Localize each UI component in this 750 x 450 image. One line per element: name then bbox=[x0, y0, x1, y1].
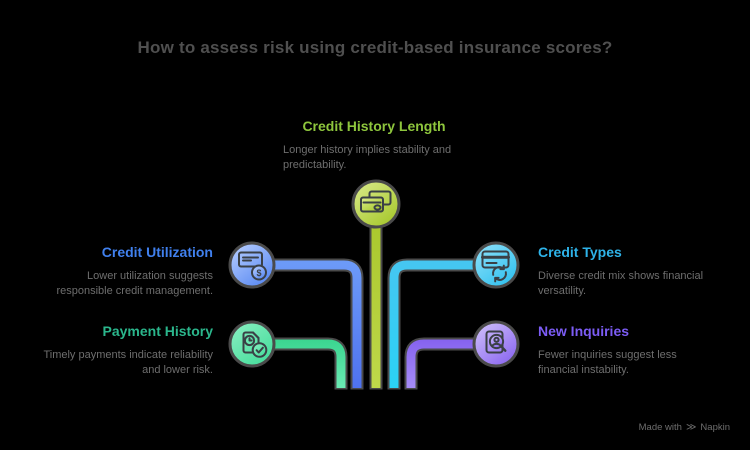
card-refresh-icon bbox=[481, 250, 510, 283]
connector-new-inquiries bbox=[406, 339, 495, 388]
brand-label: Napkin bbox=[700, 422, 730, 433]
node-title: Credit Types bbox=[538, 244, 622, 260]
node-description: Timely payments indicate reliability and… bbox=[43, 349, 213, 376]
node-title: Payment History bbox=[102, 323, 213, 339]
attribution: Made with ≫ Napkin bbox=[639, 422, 730, 433]
document-person-search-icon bbox=[485, 330, 507, 354]
node-icons: $ bbox=[238, 190, 510, 358]
node-description: Diverse credit mix shows financial versa… bbox=[538, 270, 704, 297]
connector-credit-utilization bbox=[253, 260, 362, 388]
node-title: Credit Utilization bbox=[101, 244, 213, 260]
card-dollar-icon: $ bbox=[238, 251, 267, 281]
connectors bbox=[253, 206, 495, 388]
page-title: How to assess risk using credit-based in… bbox=[137, 38, 613, 57]
napkin-logo-icon: ≫ bbox=[685, 422, 697, 433]
connector-payment-history bbox=[253, 339, 346, 388]
node-circle-credit-utilization bbox=[228, 241, 276, 289]
node-description: Longer history implies stability and pre… bbox=[283, 144, 452, 171]
node-title: New Inquiries bbox=[538, 323, 630, 339]
dollar-sign-glyph: $ bbox=[256, 268, 261, 278]
node-credit-utilization: Credit Utilization Lower utilization sug… bbox=[28, 244, 213, 299]
document-clock-check-icon bbox=[242, 331, 268, 358]
node-new-inquiries: New Inquiries Fewer inquiries suggest le… bbox=[538, 323, 713, 378]
node-circle-credit-types bbox=[472, 241, 520, 289]
node-title: Credit History Length bbox=[302, 118, 446, 134]
node-description: Lower utilization suggests responsible c… bbox=[56, 270, 213, 297]
node-credit-types: Credit Types Diverse credit mix shows fi… bbox=[538, 244, 713, 299]
node-credit-history-length: Credit History Length Longer history imp… bbox=[283, 118, 465, 173]
node-payment-history: Payment History Timely payments indicate… bbox=[28, 323, 213, 378]
credit-cards-icon bbox=[360, 190, 392, 213]
node-description: Fewer inquiries suggest less financial i… bbox=[538, 349, 677, 376]
made-with-label: Made with bbox=[638, 422, 682, 433]
connector-credit-types bbox=[389, 260, 495, 388]
